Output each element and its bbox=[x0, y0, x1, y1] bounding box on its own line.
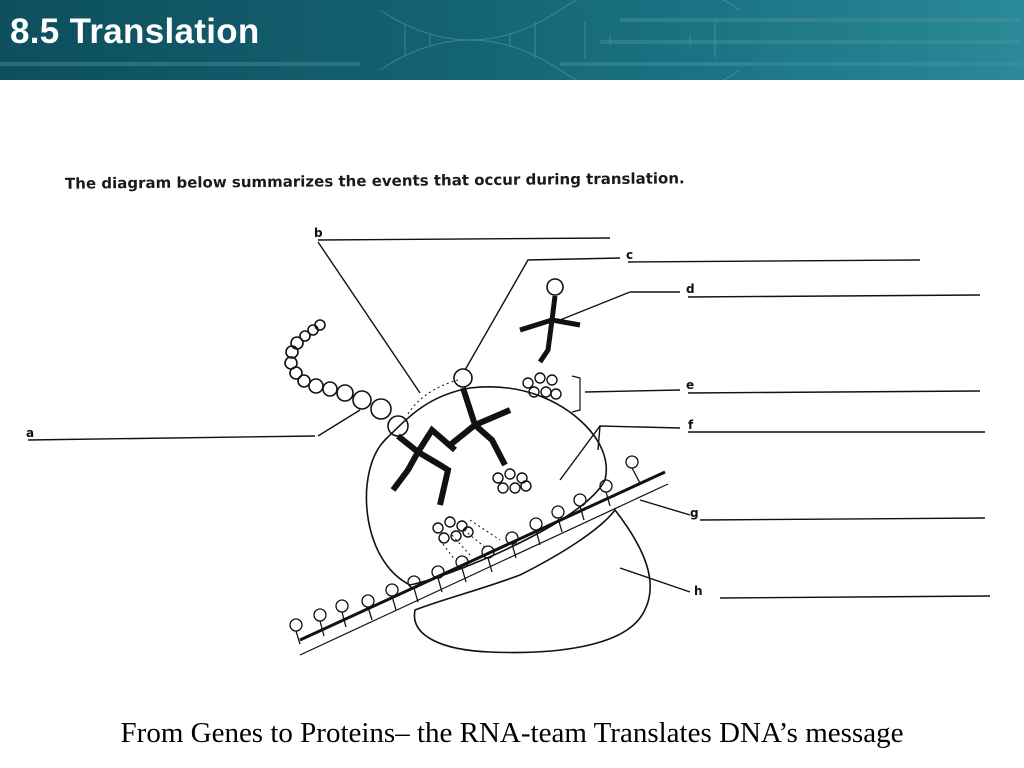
label-c: c bbox=[626, 248, 634, 262]
anticodon-cluster-a-site bbox=[492, 468, 532, 494]
slide-title: 8.5 Translation bbox=[10, 12, 260, 51]
slide-caption: From Genes to Proteins– the RNA-team Tra… bbox=[120, 717, 904, 749]
trna-free bbox=[519, 278, 581, 364]
label-e: e bbox=[686, 378, 695, 392]
small-ribosomal-subunit bbox=[413, 508, 651, 654]
dna-banner-decoration bbox=[0, 0, 1020, 80]
translation-diagram bbox=[27, 237, 991, 656]
large-ribosomal-subunit bbox=[365, 386, 608, 586]
slide-header: 8.5 Translation bbox=[0, 0, 1024, 80]
label-d: d bbox=[686, 282, 695, 296]
label-a: a bbox=[26, 426, 35, 440]
trna-p-site bbox=[390, 425, 457, 506]
label-g: g bbox=[690, 506, 699, 520]
anticodon-cluster-p-site bbox=[432, 516, 474, 544]
mrna-strand bbox=[299, 470, 666, 642]
anticodon-cluster-free bbox=[522, 372, 562, 400]
trna-a-site bbox=[448, 387, 512, 467]
polypeptide-chain bbox=[284, 319, 473, 437]
label-h: h bbox=[694, 584, 703, 598]
mrna-codons bbox=[289, 455, 641, 645]
label-b: b bbox=[314, 226, 323, 240]
label-f: f bbox=[688, 418, 694, 432]
